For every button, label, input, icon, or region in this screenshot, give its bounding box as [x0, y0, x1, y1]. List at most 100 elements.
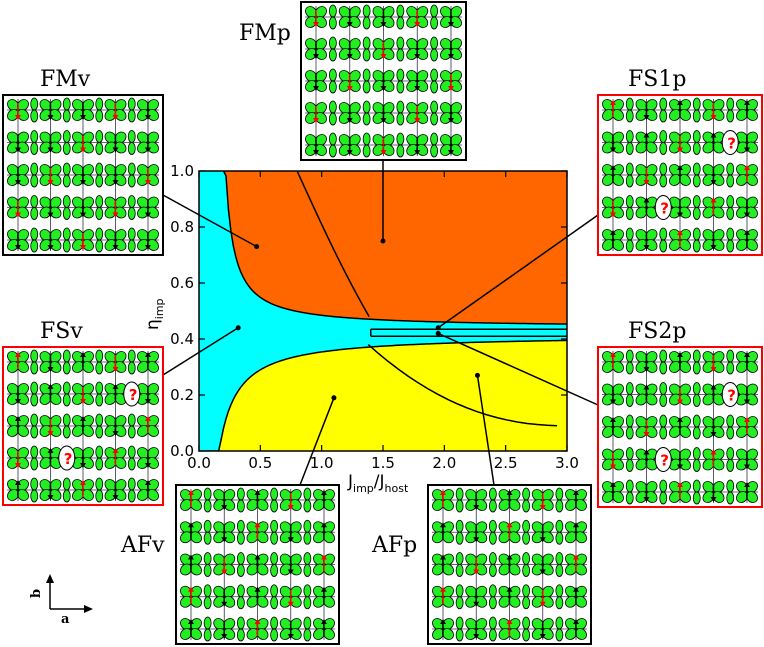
undetermined-spin-mark: ?	[727, 135, 736, 153]
spin-arrowhead	[15, 399, 21, 404]
spin-arrowhead	[573, 522, 579, 528]
undetermined-spin-ring	[123, 381, 141, 407]
phase-label-FS1p: FS1p	[628, 67, 686, 92]
spin-arrowhead	[221, 569, 228, 575]
spin-arrowhead	[610, 399, 616, 405]
undetermined-spin-ring	[721, 382, 739, 407]
spin-arrowhead	[710, 197, 717, 203]
spin-arrowhead	[313, 118, 319, 123]
spin-arrowhead	[744, 212, 750, 218]
spin-arrowhead	[145, 245, 151, 250]
boundary-fm-fs	[222, 171, 567, 325]
spin-arrowhead	[112, 180, 119, 185]
spin-arrowhead	[254, 490, 261, 495]
spin-arrowhead	[573, 554, 579, 560]
leader-AFv	[299, 397, 335, 486]
spin-arrowhead	[710, 384, 717, 390]
point-AFv	[331, 395, 337, 401]
x-tick-label: 2.0	[432, 454, 456, 472]
spin-arrowhead	[346, 54, 353, 59]
spin-arrowhead	[643, 180, 650, 185]
spin-arrowhead	[47, 384, 54, 389]
spin-arrowhead	[47, 212, 54, 218]
spin-arrowhead	[677, 212, 683, 218]
spin-arrowhead	[643, 449, 650, 455]
spin-arrowhead	[145, 463, 151, 468]
phase-label-FMp: FMp	[239, 21, 291, 46]
x-tick-label: 0.5	[248, 454, 272, 472]
spin-arrowhead	[80, 480, 86, 485]
spin-arrowhead	[710, 449, 717, 455]
phase-label-FSv: FSv	[40, 319, 83, 344]
spin-arrowhead	[188, 522, 194, 528]
phase-boundaries	[206, 171, 567, 451]
spin-arrowhead	[321, 522, 327, 528]
spin-arrowhead	[346, 150, 353, 155]
spin-arrowhead	[744, 464, 750, 470]
lattice-axes-compass: b a	[29, 574, 93, 627]
spin-arrowhead	[80, 147, 86, 153]
inset-FMv	[2, 94, 164, 256]
spin-arrowhead	[573, 586, 579, 592]
spin-arrowhead	[188, 554, 194, 560]
inset-FMp	[300, 1, 467, 161]
spin-arrowhead	[112, 245, 119, 250]
spin-arrowhead	[610, 417, 616, 422]
x-tick-label: 1.0	[310, 454, 334, 472]
spin-arrowhead	[287, 505, 294, 510]
spin-arrowhead	[448, 22, 454, 27]
spin-arrowhead	[744, 399, 750, 405]
x-tick-label: 1.5	[371, 454, 395, 472]
spin-arrowhead	[80, 416, 86, 421]
spin-arrowhead	[47, 180, 54, 185]
spin-arrowhead	[610, 147, 616, 153]
spin-arrowhead	[744, 417, 750, 422]
inset-AFv	[175, 484, 340, 645]
spin-arrowhead	[313, 150, 319, 155]
undetermined-spin-mark: ?	[660, 452, 669, 470]
compass-a-label: a	[61, 612, 70, 627]
spin-arrowhead	[80, 115, 86, 120]
spin-arrowhead	[47, 431, 54, 436]
spin-arrowhead	[47, 495, 54, 500]
spin-arrowhead	[677, 464, 683, 470]
spin-arrowhead	[321, 490, 327, 495]
undetermined-spin-mark: ?	[727, 387, 736, 405]
boundary-fmv-fmp	[296, 171, 370, 317]
spin-arrowhead	[710, 367, 717, 372]
x-axis-label: Jimp/Jhost	[347, 472, 409, 495]
x-tick-label: 2.5	[494, 454, 518, 472]
region-antiferromagnetic	[206, 340, 567, 451]
spin-arrowhead	[643, 115, 650, 120]
undetermined-spin-mark: ?	[129, 386, 138, 404]
spin-arrowhead	[610, 352, 616, 357]
spin-arrowhead	[47, 115, 54, 120]
spin-arrowhead	[710, 180, 717, 185]
spin-arrowhead	[710, 497, 717, 502]
spin-arrowhead	[188, 586, 194, 592]
inset-FS2p: ??	[597, 346, 763, 508]
spin-arrowhead	[414, 150, 421, 155]
undetermined-spin-ring	[654, 447, 672, 472]
spin-arrowhead	[744, 100, 750, 105]
spin-arrowhead	[610, 165, 616, 170]
spin-arrowhead	[15, 212, 21, 218]
phase-label-AFv: AFv	[120, 533, 165, 558]
spin-arrowhead	[643, 497, 650, 502]
spin-arrowhead	[254, 554, 261, 560]
spin-arrowhead	[710, 432, 717, 437]
compass-b-label: b	[29, 589, 44, 598]
spin-arrowhead	[287, 537, 294, 543]
spin-arrowhead	[448, 150, 454, 155]
spin-arrowhead	[112, 147, 119, 153]
spin-arrowhead	[313, 22, 319, 27]
spin-arrowhead	[643, 245, 650, 250]
spin-arrowhead	[47, 448, 54, 453]
spin-arrowhead	[112, 115, 119, 120]
spin-arrowhead	[677, 417, 683, 422]
spin-arrowhead	[221, 505, 228, 510]
spin-arrowhead	[677, 352, 683, 357]
spin-arrowhead	[145, 180, 151, 185]
